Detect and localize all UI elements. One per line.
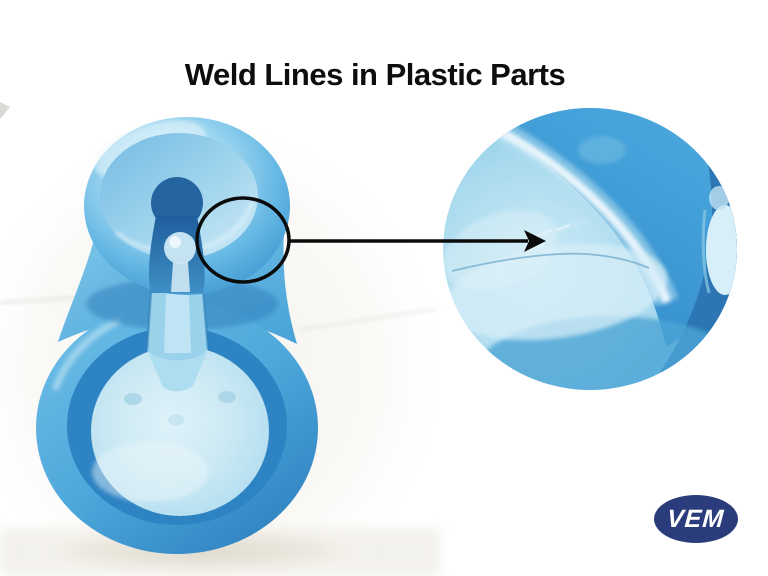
callout-arrow bbox=[289, 230, 546, 252]
inset-pale-insert-top bbox=[709, 186, 729, 210]
inset-funnel-smudge bbox=[578, 136, 626, 164]
inset-bottom-shade bbox=[472, 316, 737, 390]
spout-knob-highlight bbox=[169, 236, 181, 248]
background-seam-right bbox=[297, 308, 437, 331]
inset-pale-insert bbox=[706, 205, 737, 295]
spout-channel-inner bbox=[164, 294, 191, 353]
page-title: Weld Lines in Plastic Parts bbox=[184, 56, 566, 92]
spout-knob bbox=[164, 232, 196, 264]
weld-line bbox=[451, 252, 650, 272]
basin-sheen bbox=[92, 442, 208, 502]
weld-scar-band bbox=[509, 217, 588, 252]
photo-corner-artifact bbox=[0, 102, 10, 119]
inset-left-sheen bbox=[443, 209, 558, 291]
spout-channel-edge-left bbox=[145, 289, 153, 351]
inset-photo bbox=[443, 108, 737, 390]
vem-logo-text: VEM bbox=[666, 504, 726, 533]
basin-spot-center bbox=[168, 414, 184, 426]
spout-channel-edge-right bbox=[201, 289, 210, 350]
spout-knob-stem bbox=[171, 262, 190, 292]
inset-insert-edge bbox=[701, 209, 711, 294]
basin-spot-right bbox=[218, 391, 236, 403]
spout-outflow bbox=[147, 349, 208, 392]
background-seam-left bbox=[0, 296, 81, 304]
bowl-rim-sheen bbox=[51, 316, 122, 392]
arrow-head bbox=[524, 230, 546, 252]
part-photo bbox=[0, 102, 455, 576]
vem-logo: VEM bbox=[654, 495, 738, 543]
basin-spot-left bbox=[124, 393, 142, 405]
